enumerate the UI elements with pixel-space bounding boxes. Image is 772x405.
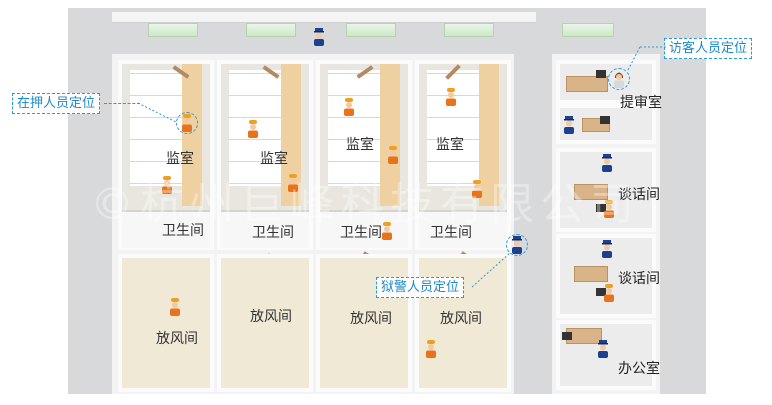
bathroom — [320, 210, 408, 248]
room-label: 办公室 — [618, 361, 660, 377]
room-label: 谈话间 — [618, 187, 660, 203]
desk — [574, 266, 608, 282]
yard-label: 放风间 — [350, 311, 392, 327]
skylight — [246, 23, 296, 37]
detainee-icon — [382, 222, 392, 240]
cell-room — [118, 60, 214, 250]
callout-line — [471, 252, 511, 288]
detainee-icon — [426, 340, 436, 358]
cell-aisle — [281, 64, 301, 206]
visitor-highlight-ring — [608, 68, 630, 90]
callout-line — [104, 103, 140, 104]
detainee-icon — [170, 298, 180, 316]
guard-callout: 狱警人员定位 — [376, 277, 465, 298]
computer — [596, 70, 606, 78]
cell-room — [415, 60, 511, 250]
computer — [562, 332, 572, 340]
bathroom-label: 卫生间 — [430, 225, 472, 241]
computer — [600, 116, 610, 124]
guard-icon — [602, 154, 612, 172]
callout-line — [138, 102, 177, 123]
yard-label: 放风间 — [440, 311, 482, 327]
cell-label: 监室 — [260, 151, 288, 167]
computer — [596, 288, 606, 296]
skylight — [444, 23, 494, 37]
detainee-icon — [344, 98, 354, 116]
detainee-icon — [248, 120, 258, 138]
cell-aisle — [380, 64, 400, 206]
bathroom — [221, 210, 309, 248]
cell-room — [217, 60, 313, 250]
guard-icon — [598, 340, 608, 358]
computer — [596, 204, 606, 212]
bathroom-label: 卫生间 — [340, 225, 382, 241]
guard-icon — [602, 240, 612, 258]
guard-icon — [314, 28, 324, 46]
bunk-beds — [130, 70, 182, 186]
detainee-icon — [446, 88, 456, 106]
skylight — [346, 23, 396, 37]
visitor-callout: 访客人员定位 — [664, 38, 753, 59]
exercise-yard — [118, 254, 214, 392]
detainee-icon — [472, 180, 482, 198]
top-wall — [112, 12, 536, 23]
detainee-icon — [288, 174, 298, 192]
cell-label: 监室 — [436, 137, 464, 153]
detainee-icon — [162, 176, 172, 194]
bathroom — [122, 210, 210, 248]
detainee-icon — [604, 284, 614, 302]
cell-aisle — [182, 64, 202, 206]
guard-highlight-ring — [506, 234, 528, 256]
yard-label: 放风间 — [156, 331, 198, 347]
cell-room — [316, 60, 412, 250]
cell-label: 监室 — [346, 137, 374, 153]
detainee-icon — [604, 200, 614, 218]
bathroom — [419, 210, 507, 248]
room-label: 谈话间 — [618, 271, 660, 287]
detainee-callout: 在押人员定位 — [12, 93, 101, 114]
bunk-beds — [328, 70, 380, 186]
desk — [574, 184, 608, 200]
skylight — [148, 23, 198, 37]
watermark: ©杭州巨峰科技有限公司 — [90, 179, 640, 230]
exercise-yard — [217, 254, 313, 392]
room-label: 提审室 — [620, 95, 662, 111]
yard-label: 放风间 — [250, 309, 292, 325]
detainee-icon — [388, 146, 398, 164]
bathroom-label: 卫生间 — [252, 225, 294, 241]
detainee-highlight-ring — [176, 112, 198, 134]
cell-label: 监室 — [166, 151, 194, 167]
bathroom-label: 卫生间 — [162, 223, 204, 239]
skylight — [562, 23, 614, 37]
cell-aisle — [479, 64, 499, 206]
callout-line — [627, 46, 666, 71]
guard-icon — [564, 116, 574, 134]
desk — [566, 76, 608, 92]
